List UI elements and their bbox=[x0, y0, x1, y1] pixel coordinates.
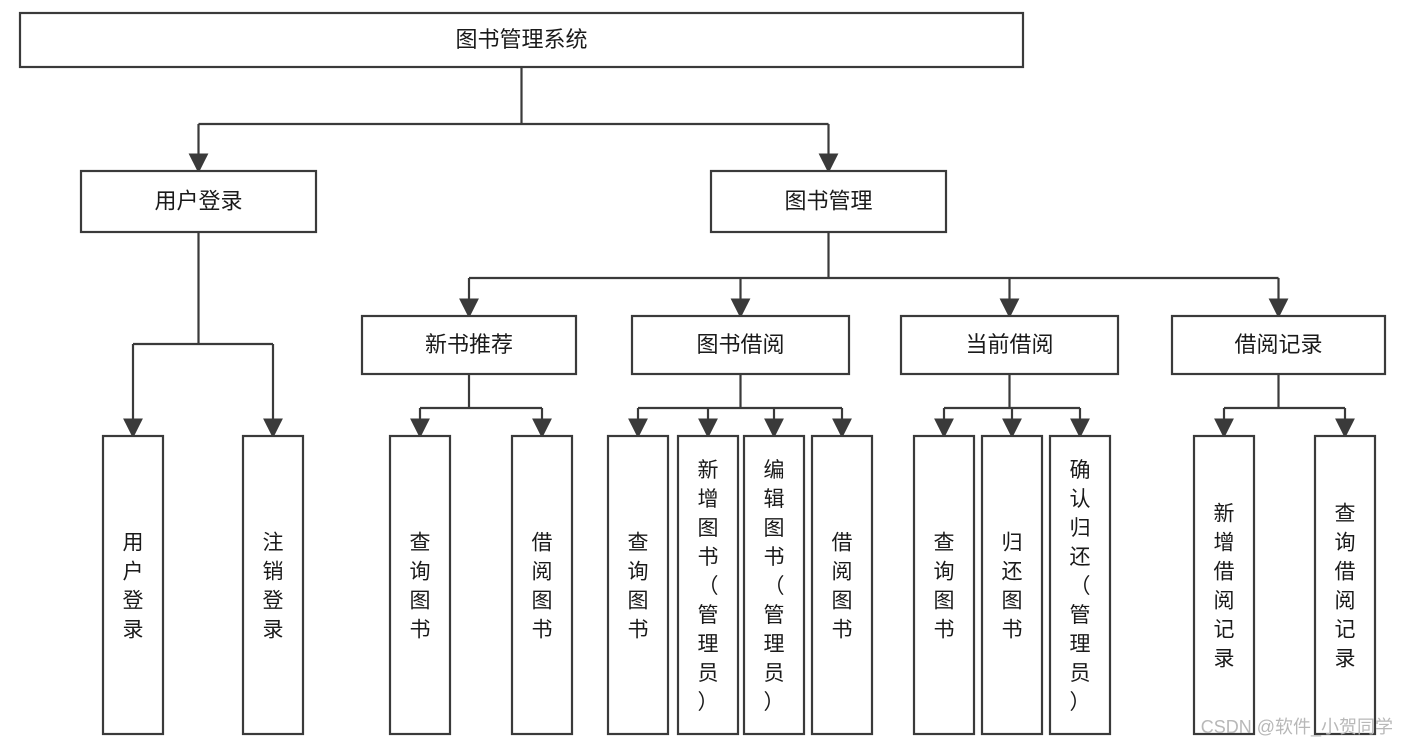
node-box-user-login bbox=[79, 169, 318, 234]
node-label-leaf-borrow-book-1: 借阅图书 bbox=[532, 532, 553, 642]
node-label-leaf-query-book-3: 查询图书 bbox=[934, 532, 955, 642]
node-box-leaf-user-login bbox=[101, 434, 165, 736]
node-box-leaf-query-book-2 bbox=[606, 434, 670, 736]
node-box-leaf-borrow-book-1 bbox=[510, 434, 574, 736]
node-box-book-manage bbox=[709, 169, 948, 234]
node-current-borrow[interactable]: 当前借阅 bbox=[899, 314, 1120, 376]
node-label-leaf-query-book-1: 查询图书 bbox=[410, 532, 431, 642]
node-label-leaf-query-book-2: 查询图书 bbox=[628, 532, 649, 642]
node-label-leaf-return-book: 归还图书 bbox=[1002, 532, 1023, 642]
node-label-book-manage: 图书管理 bbox=[784, 188, 872, 213]
node-leaf-edit-book[interactable]: 编辑图书（管理员） bbox=[742, 434, 806, 736]
node-label-leaf-logout: 注销登录 bbox=[263, 532, 284, 642]
node-book-manage[interactable]: 图书管理 bbox=[709, 169, 948, 234]
node-box-current-borrow bbox=[899, 314, 1120, 376]
node-book-borrow[interactable]: 图书借阅 bbox=[630, 314, 851, 376]
node-leaf-return-book[interactable]: 归还图书 bbox=[980, 434, 1044, 736]
node-box-leaf-return-book bbox=[980, 434, 1044, 736]
node-box-root bbox=[18, 11, 1025, 69]
node-label-root: 图书管理系统 bbox=[455, 27, 587, 52]
node-label-book-borrow: 图书借阅 bbox=[696, 332, 784, 357]
edges-layer bbox=[123, 67, 1355, 439]
node-leaf-query-book-3[interactable]: 查询图书 bbox=[912, 434, 976, 736]
node-label-leaf-borrow-book-2: 借阅图书 bbox=[832, 532, 853, 642]
node-box-leaf-add-record bbox=[1192, 434, 1256, 736]
node-label-new-book-rec: 新书推荐 bbox=[425, 332, 513, 357]
node-leaf-query-book-2[interactable]: 查询图书 bbox=[606, 434, 670, 736]
node-user-login[interactable]: 用户登录 bbox=[79, 169, 318, 234]
node-leaf-query-record[interactable]: 查询借阅记录 bbox=[1313, 434, 1377, 736]
node-leaf-confirm-return[interactable]: 确认归还（管理员） bbox=[1048, 434, 1112, 736]
node-label-leaf-edit-book: 编辑图书（管理员） bbox=[764, 459, 785, 714]
node-label-leaf-add-record: 新增借阅记录 bbox=[1214, 503, 1235, 671]
csdn-watermark: CSDN @软件_小贺同学 bbox=[1200, 717, 1393, 737]
node-label-leaf-add-book: 新增图书（管理员） bbox=[698, 459, 719, 714]
node-leaf-add-book[interactable]: 新增图书（管理员） bbox=[676, 434, 740, 736]
node-leaf-logout[interactable]: 注销登录 bbox=[241, 434, 305, 736]
node-box-leaf-logout bbox=[241, 434, 305, 736]
node-box-borrow-record bbox=[1170, 314, 1387, 376]
node-borrow-record[interactable]: 借阅记录 bbox=[1170, 314, 1387, 376]
nodes-layer: 图书管理系统用户登录图书管理新书推荐图书借阅当前借阅借阅记录用户登录注销登录查询… bbox=[18, 11, 1387, 736]
node-label-borrow-record: 借阅记录 bbox=[1234, 332, 1322, 357]
node-label-current-borrow: 当前借阅 bbox=[965, 332, 1053, 357]
node-box-book-borrow bbox=[630, 314, 851, 376]
node-leaf-user-login[interactable]: 用户登录 bbox=[101, 434, 165, 736]
node-box-new-book-rec bbox=[360, 314, 578, 376]
node-box-leaf-query-record bbox=[1313, 434, 1377, 736]
node-box-leaf-confirm-return bbox=[1048, 434, 1112, 736]
node-box-leaf-add-book bbox=[676, 434, 740, 736]
node-root[interactable]: 图书管理系统 bbox=[18, 11, 1025, 69]
node-label-leaf-query-record: 查询借阅记录 bbox=[1335, 503, 1356, 671]
node-box-leaf-edit-book bbox=[742, 434, 806, 736]
node-label-leaf-user-login: 用户登录 bbox=[123, 532, 144, 642]
node-new-book-rec[interactable]: 新书推荐 bbox=[360, 314, 578, 376]
node-leaf-borrow-book-1[interactable]: 借阅图书 bbox=[510, 434, 574, 736]
node-box-leaf-borrow-book-2 bbox=[810, 434, 874, 736]
node-leaf-borrow-book-2[interactable]: 借阅图书 bbox=[810, 434, 874, 736]
node-label-leaf-confirm-return: 确认归还（管理员） bbox=[1070, 459, 1091, 714]
node-box-leaf-query-book-1 bbox=[388, 434, 452, 736]
node-label-user-login: 用户登录 bbox=[154, 188, 242, 213]
node-box-leaf-query-book-3 bbox=[912, 434, 976, 736]
node-leaf-add-record[interactable]: 新增借阅记录 bbox=[1192, 434, 1256, 736]
node-leaf-query-book-1[interactable]: 查询图书 bbox=[388, 434, 452, 736]
